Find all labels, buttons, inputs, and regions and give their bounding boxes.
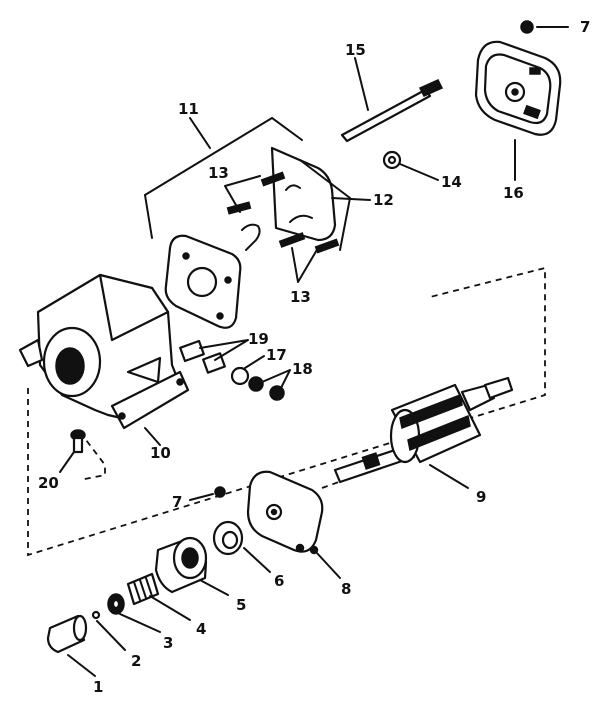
callout-12: 12 <box>373 191 394 209</box>
ring-2 <box>91 610 101 620</box>
nut-lower <box>214 486 226 498</box>
callout-7-lower: 7 <box>172 493 182 511</box>
callout-9: 9 <box>476 488 486 506</box>
callout-20: 20 <box>38 474 59 492</box>
callout-11: 11 <box>178 100 199 118</box>
pinion-gear <box>154 536 208 594</box>
callout-13-bottom: 13 <box>290 288 311 306</box>
drive-collar <box>212 520 244 556</box>
cap-1 <box>46 614 88 654</box>
brushes-springs <box>179 339 285 401</box>
callout-2: 2 <box>131 652 141 670</box>
callout-6: 6 <box>274 572 284 590</box>
callout-1: 1 <box>93 678 103 696</box>
spring-4 <box>126 572 160 606</box>
drive-end-plate <box>246 470 324 555</box>
motor-housing <box>18 273 190 430</box>
washer-3 <box>107 593 125 615</box>
through-bolt <box>340 79 444 143</box>
end-cap <box>474 40 562 136</box>
callout-14: 14 <box>441 173 462 191</box>
callout-15: 15 <box>345 41 366 59</box>
callout-18: 18 <box>292 360 313 378</box>
callout-13-top: 13 <box>208 164 229 182</box>
armature <box>333 376 514 484</box>
screw-20 <box>70 429 86 454</box>
callout-5: 5 <box>236 596 246 614</box>
callout-7-top: 7 <box>580 18 590 36</box>
leader-lines <box>59 57 516 677</box>
callout-17: 17 <box>266 346 287 364</box>
brush-holder-assembly <box>226 146 340 254</box>
callout-16: 16 <box>503 184 524 202</box>
callout-4: 4 <box>196 620 206 638</box>
callout-8: 8 <box>341 580 351 598</box>
nut-top <box>520 20 569 34</box>
washer-14 <box>382 150 402 170</box>
callout-19: 19 <box>248 330 269 348</box>
brush-plate <box>164 234 242 329</box>
callout-labels: 1 2 3 4 5 6 7 7 8 9 10 11 12 13 13 14 15… <box>38 18 590 696</box>
callout-10: 10 <box>150 444 171 462</box>
callout-3: 3 <box>163 634 173 652</box>
